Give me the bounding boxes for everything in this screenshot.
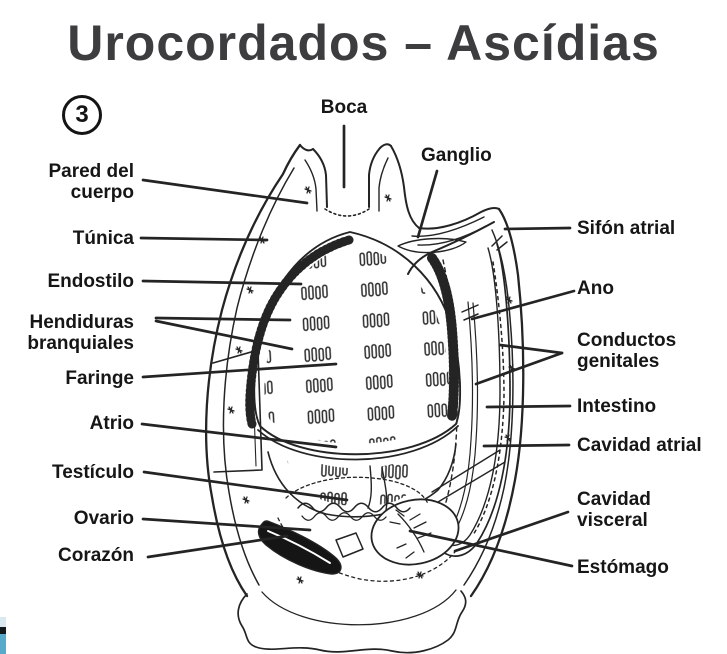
label-conductos-genitales: Conductos genitales: [577, 330, 677, 372]
label-corazon: Corazón: [58, 545, 134, 566]
label-estomago: Estómago: [577, 557, 669, 578]
label-hendiduras-branquiales: Hendiduras branquiales: [27, 312, 134, 354]
label-ano: Ano: [577, 278, 614, 299]
anus-opening: [461, 235, 508, 321]
leader-atrio: [140, 422, 338, 449]
leader-intestino: [485, 404, 572, 409]
label-atrio: Atrio: [89, 413, 134, 434]
leader-testiculo: [142, 470, 349, 502]
leader-hendiduras-2: [154, 319, 294, 351]
leader-corazon: [146, 534, 289, 559]
label-testiculo: Testículo: [52, 462, 134, 483]
corner-logo-light-band: [0, 617, 6, 627]
label-faringe: Faringe: [65, 368, 134, 389]
leader-estomago: [408, 529, 574, 568]
leader-pared-del-cuerpo: [141, 178, 309, 205]
leader-conductos-2: [474, 351, 564, 386]
leader-ovario: [141, 517, 312, 532]
leader-ano: [470, 289, 576, 321]
corner-logo-blue-band: [0, 634, 6, 654]
slide-number: 3: [75, 101, 89, 128]
label-intestino: Intestino: [577, 396, 657, 417]
label-endostilo: Endostilo: [47, 271, 134, 292]
genital-ducts: [451, 301, 474, 528]
slide-title: Urocordados – Ascídias: [67, 15, 660, 71]
oral-siphon: [299, 143, 420, 229]
label-tunica: Túnica: [72, 228, 134, 249]
leader-endostilo: [141, 279, 303, 286]
ganglion-shape: [397, 237, 467, 254]
visceral-mass: [257, 465, 460, 582]
heart-shape: [257, 520, 342, 575]
gill-slits-upper: [264, 245, 450, 444]
label-cavidad-atrial: Cavidad atrial: [577, 435, 702, 456]
leader-tunica: [139, 236, 269, 242]
atrium-flap: [212, 349, 263, 473]
base-skirt: [237, 589, 467, 654]
leader-conductos-1: [498, 343, 564, 355]
label-boca: Boca: [320, 97, 368, 118]
leader-sifon-atrial: [503, 226, 572, 231]
leader-lines: [139, 124, 576, 568]
testis-shape: [285, 476, 429, 505]
leader-ganglio: [416, 169, 439, 239]
label-ovario: Ovario: [73, 508, 134, 529]
endostyle-band: [245, 235, 354, 429]
label-ganglio: Ganglio: [421, 145, 492, 166]
label-pared-del-cuerpo: Pared del cuerpo: [48, 161, 134, 203]
leader-cavidad-atrial: [482, 443, 571, 448]
leader-faringe: [141, 362, 338, 379]
corner-logo-fragment: [0, 617, 6, 654]
slide-number-badge: 3: [62, 95, 102, 135]
pharynx-fringe: [427, 253, 459, 421]
label-cavidad-visceral: Cavidad visceral: [577, 489, 651, 531]
atrial-siphon: [407, 207, 500, 275]
leader-hendiduras-1: [154, 316, 292, 322]
pharynx: [245, 231, 462, 518]
corner-logo-dark-band: [0, 627, 6, 634]
ovary-shape: [297, 502, 411, 513]
label-sifon-atrial: Sifón atrial: [577, 218, 676, 239]
gill-slits-lower: [284, 444, 436, 507]
body-outline: [204, 143, 525, 598]
